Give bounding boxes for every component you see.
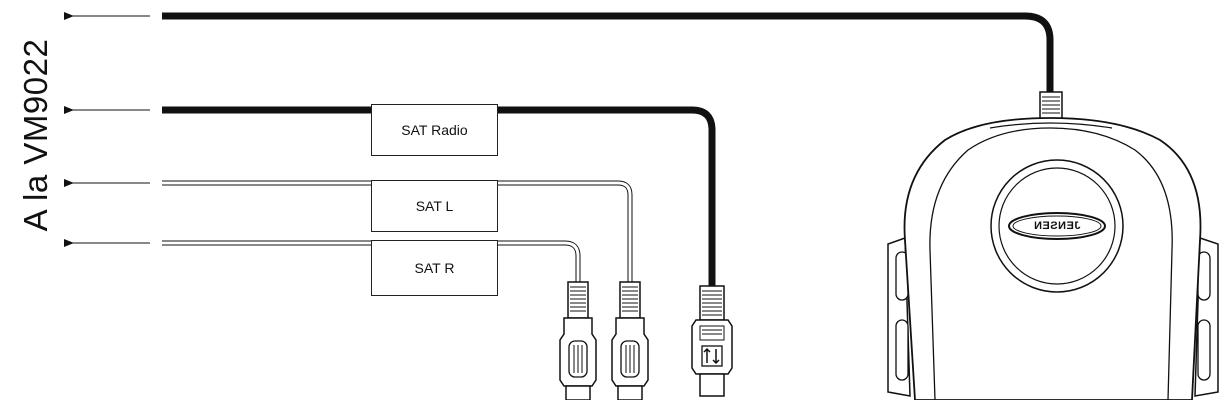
connector-icon <box>1039 91 1063 121</box>
satellite-tuner-device <box>887 117 1219 400</box>
sat-radio-label: SAT Radio <box>371 104 498 156</box>
sat-l-label: SAT L <box>371 180 498 232</box>
arrows <box>64 12 150 247</box>
connector-icon <box>611 281 649 400</box>
main-cable <box>162 12 1054 92</box>
sat-r-cable <box>162 240 581 282</box>
sat-radio-cable <box>162 106 716 286</box>
connector-icon <box>691 285 733 397</box>
connector-icon <box>559 281 597 400</box>
destination-title: A la VM9022 <box>17 38 54 232</box>
sat-r-label: SAT R <box>371 240 498 296</box>
brand-logo: JENSEN <box>1033 220 1081 232</box>
